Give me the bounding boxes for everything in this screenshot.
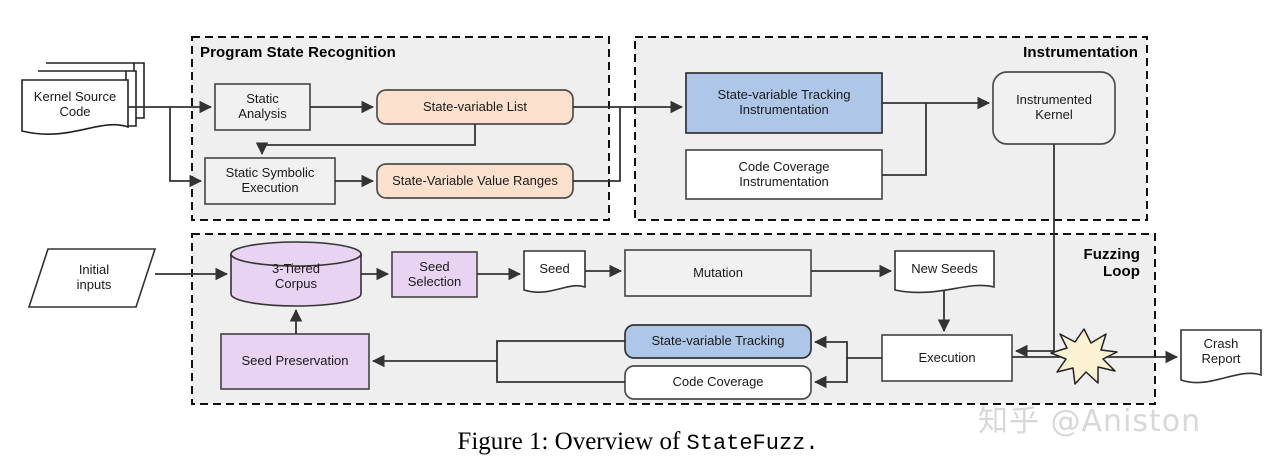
node-seed[interactable] (523, 250, 586, 293)
edge-execution-to-sv-tracking (813, 335, 882, 359)
edges (128, 96, 1179, 389)
edge-execution-to-code-coverage (813, 358, 848, 389)
crash-star-icon (1050, 328, 1118, 385)
node-static-symbolic-execution[interactable] (204, 157, 336, 205)
label-three-tiered-corpus: 3-Tiered Corpus (272, 261, 320, 291)
figure-caption: Figure 1: Overview of StateFuzz. (0, 428, 1276, 456)
label-seed-selection: Seed Selection (407, 258, 462, 289)
node-mutation[interactable] (624, 249, 812, 297)
group-title-instrumentation: Instrumentation (1023, 44, 1138, 61)
node-crash-report[interactable] (1180, 329, 1262, 384)
label-initial-inputs: Initial inputs (76, 262, 112, 292)
label-execution: Execution (918, 349, 976, 365)
label-static-symbolic-execution: Static Symbolic Execution (225, 165, 315, 195)
node-state-variable-tracking-instrumentation[interactable] (685, 72, 883, 134)
node-code-coverage-instrumentation[interactable] (685, 149, 883, 200)
label-static-analysis: Static Analysis (238, 91, 287, 121)
label-state-variable-value-ranges: State-Variable Value Ranges (392, 172, 558, 188)
watermark: 知乎 @Aniston (978, 404, 1202, 439)
label-seed: Seed (539, 260, 570, 276)
label-seed-preservation: Seed Preservation (241, 353, 349, 369)
label-new-seeds: New Seeds (911, 260, 978, 276)
edge-cc-instr-to-bus (882, 103, 927, 176)
group-title-fuzzing-loop: Fuzzing Loop (1083, 246, 1140, 281)
group-title-program-state-recognition: Program State Recognition (200, 44, 396, 61)
label-code-coverage-instrumentation: Code Coverage Instrumentation (738, 158, 830, 189)
node-new-seeds[interactable] (894, 250, 995, 294)
label-state-variable-tracking-instrumentation: State-variable Tracking Instrumentation (717, 87, 851, 117)
node-seed-preservation[interactable] (220, 333, 370, 390)
label-instrumented-kernel: Instrumented Kernel (1016, 92, 1092, 122)
edge-sv-list-to-sse (255, 124, 476, 156)
node-kernel-source-code[interactable] (21, 62, 145, 136)
label-mutation: Mutation (693, 264, 743, 280)
label-code-coverage: Code Coverage (672, 374, 764, 390)
node-three-tiered-corpus[interactable] (230, 241, 362, 307)
edge-value-ranges-to-bus (573, 107, 621, 182)
edge-kernel-to-sse (169, 107, 203, 188)
label-crash-report: Crash Report (1201, 336, 1241, 366)
node-initial-inputs[interactable] (27, 248, 157, 308)
edge-kernel-to-execution (1014, 144, 1055, 358)
label-kernel-source-code: Kernel Source Code (33, 89, 117, 119)
caption-system-name: StateFuzz. (686, 431, 819, 456)
caption-prefix: Figure 1: Overview of (457, 428, 687, 455)
label-state-variable-tracking: State-variable Tracking (651, 333, 785, 349)
node-execution[interactable] (881, 334, 1013, 382)
label-state-variable-list: State-variable List (422, 98, 528, 114)
